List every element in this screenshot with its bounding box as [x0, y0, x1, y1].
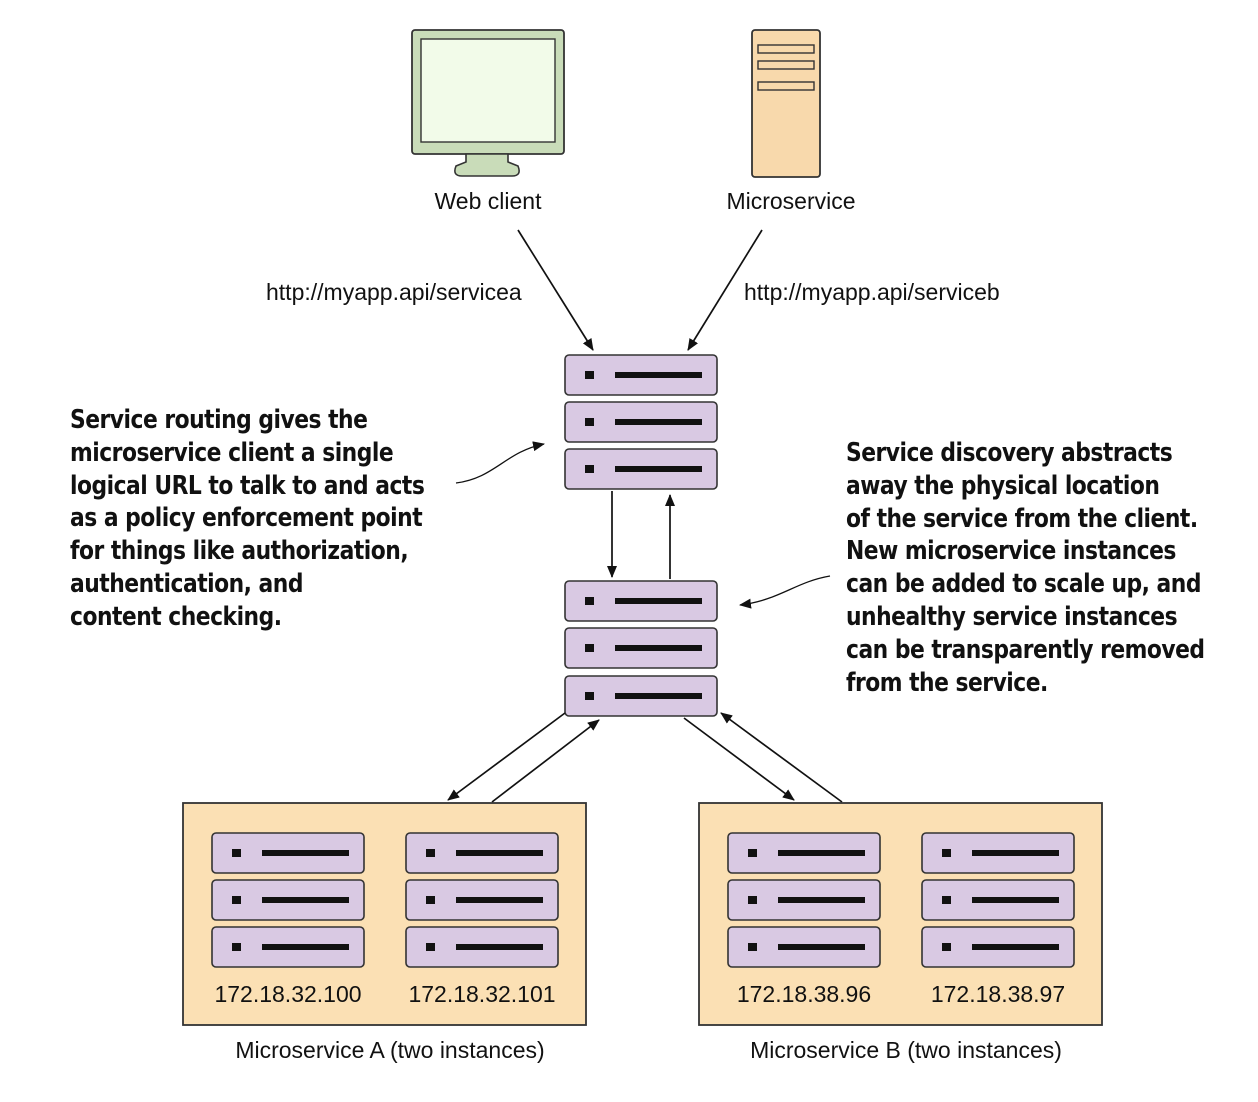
- service-a-url: http://myapp.api/servicea: [266, 279, 522, 305]
- service-b-url: http://myapp.api/serviceb: [744, 279, 1000, 305]
- client-to-routing-arrow: [517, 229, 594, 351]
- discovery-note-line: can be transparently removed: [846, 634, 1205, 665]
- routing-note-line: content checking.: [70, 601, 282, 632]
- service-routing-server-stack: [564, 354, 718, 490]
- service-discovery-note: Service discovery abstracts away the phy…: [846, 437, 1205, 699]
- routing-note-line: as a policy enforcement point: [70, 503, 423, 534]
- microservice-to-routing-arrow: [687, 229, 763, 351]
- web-client-monitor-icon: [411, 29, 565, 177]
- group-a-to-discovery-arrow: [491, 719, 600, 803]
- microservice-b-instance-2-stack: [921, 832, 1075, 968]
- microservice-b-instance-1-stack: [727, 832, 881, 968]
- microservice-a-instance-2-stack: [405, 832, 559, 968]
- routing-note-line: logical URL to talk to and acts: [70, 470, 425, 501]
- discovery-note-line: from the service.: [846, 667, 1048, 698]
- microservice-a-ip-1: 172.18.32.100: [214, 981, 361, 1007]
- microservice-b-ip-2: 172.18.38.97: [931, 981, 1065, 1007]
- routing-note-line: for things like authorization,: [70, 536, 409, 567]
- microservice-b-ip-1: 172.18.38.96: [737, 981, 871, 1007]
- discovery-note-line: can be added to scale up, and: [846, 569, 1201, 600]
- discovery-note-line: of the service from the client.: [846, 503, 1198, 534]
- discovery-to-group-a-arrow: [447, 712, 566, 801]
- microservice-a-instance-1-stack: [211, 832, 365, 968]
- microservice-label: Microservice: [726, 188, 855, 214]
- routing-note-line: Service routing gives the: [70, 405, 368, 435]
- microservice-tower-icon: [751, 29, 821, 178]
- microservice-a-ip-2: 172.18.32.101: [408, 981, 555, 1007]
- microservice-b-caption: Microservice B (two instances): [750, 1037, 1062, 1063]
- discovery-note-line: unhealthy service instances: [846, 601, 1178, 632]
- microservice-a-caption: Microservice A (two instances): [235, 1037, 544, 1063]
- group-b-to-discovery-arrow: [720, 712, 843, 803]
- routing-note-line: microservice client a single: [70, 437, 394, 468]
- discovery-callout-pointer: [739, 575, 831, 609]
- discovery-note-line: away the physical location: [846, 470, 1160, 501]
- routing-callout-pointer: [455, 441, 545, 484]
- service-routing-note: Service routing gives the microservice c…: [70, 404, 425, 634]
- routing-note-line: authentication, and: [70, 568, 303, 599]
- discovery-note-line: Service discovery abstracts: [846, 438, 1173, 468]
- microservice-a-group: 172.18.32.100 172.18.32.101: [182, 802, 587, 1026]
- microservice-b-group: 172.18.38.96 172.18.38.97: [698, 802, 1103, 1026]
- web-client-label: Web client: [435, 188, 543, 214]
- discovery-to-group-b-arrow: [683, 717, 795, 801]
- discovery-note-line: New microservice instances: [846, 536, 1176, 567]
- service-discovery-server-stack: [564, 580, 718, 717]
